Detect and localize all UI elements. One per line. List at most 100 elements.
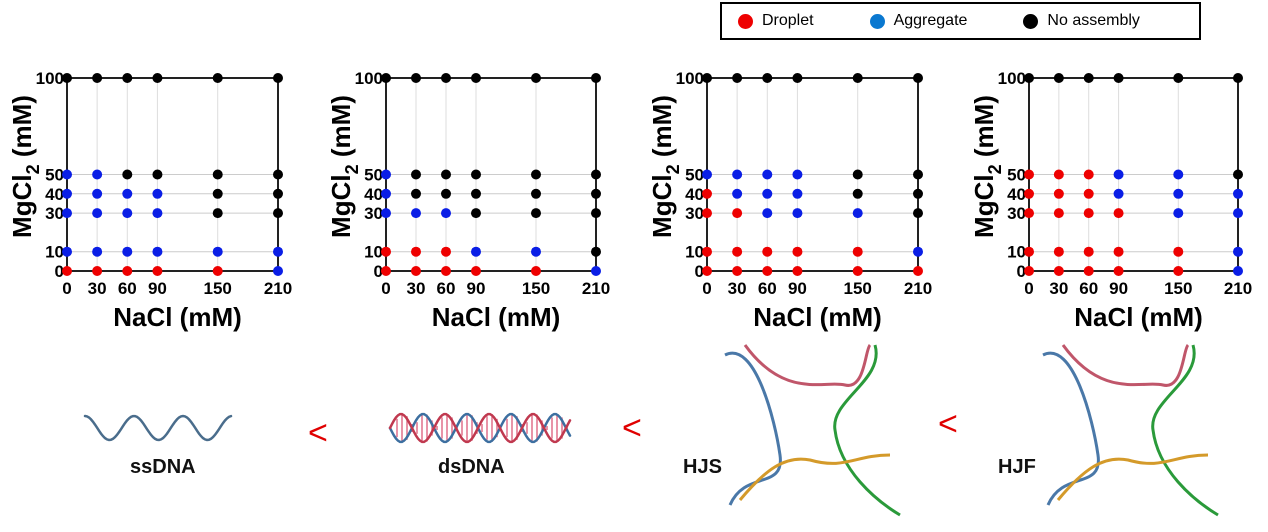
y-tick-label: 10 [1007, 243, 1026, 262]
data-point-droplet [441, 246, 451, 257]
data-point-droplet [411, 266, 421, 276]
data-point-droplet [702, 208, 712, 219]
data-point-droplet [381, 246, 391, 257]
data-point-droplet [1083, 208, 1094, 219]
legend-label: Aggregate [893, 12, 968, 29]
data-point-no-assembly [212, 208, 223, 219]
data-point-no-assembly [1053, 73, 1064, 83]
data-point-no-assembly [152, 73, 163, 83]
data-point-droplet [1083, 246, 1094, 257]
data-point-droplet [1024, 266, 1034, 276]
data-point-aggregate [92, 246, 103, 257]
ssdna-label: ssDNA [130, 456, 196, 478]
data-point-droplet [152, 266, 163, 276]
data-point-no-assembly [913, 169, 923, 180]
data-point-aggregate [1173, 169, 1184, 180]
dsdna-strand-a [388, 412, 572, 444]
data-point-droplet [1053, 188, 1064, 199]
data-point-no-assembly [273, 73, 283, 83]
data-point-droplet [1024, 208, 1034, 219]
dsdna-strand-b [388, 412, 572, 444]
data-point-aggregate [1173, 188, 1184, 199]
data-point-no-assembly [591, 208, 601, 219]
x-tick-label: 210 [264, 279, 292, 298]
helix-arm [1056, 453, 1209, 501]
data-point-no-assembly [212, 169, 223, 180]
data-point-no-assembly [212, 188, 223, 199]
data-point-droplet [702, 266, 712, 276]
x-tick-label: 90 [788, 279, 807, 298]
x-tick-label: 30 [1049, 279, 1068, 298]
x-tick-label: 210 [582, 279, 610, 298]
data-point-aggregate [1233, 246, 1243, 257]
data-point-aggregate [62, 169, 72, 180]
data-point-aggregate [792, 188, 803, 199]
helix-arm [1042, 351, 1100, 506]
data-point-aggregate [792, 169, 803, 180]
data-point-no-assembly [62, 73, 72, 83]
x-tick-label: 60 [437, 279, 456, 298]
data-point-droplet [732, 266, 743, 276]
x-tick-label: 30 [88, 279, 107, 298]
data-point-no-assembly [471, 73, 481, 83]
data-point-droplet [762, 266, 773, 276]
data-point-aggregate [152, 188, 163, 199]
y-tick-label: 40 [685, 185, 704, 204]
red-dot-icon [738, 13, 753, 29]
x-axis-label: NaCl (mM) [753, 302, 882, 332]
data-point-aggregate [92, 169, 103, 180]
y-tick-label: 100 [355, 69, 383, 88]
y-tick-label: 30 [685, 204, 704, 223]
data-point-droplet [1024, 188, 1034, 199]
y-tick-label: 10 [364, 243, 383, 262]
x-axis-label: NaCl (mM) [1074, 302, 1203, 332]
y-tick-label: 10 [685, 243, 704, 262]
data-point-no-assembly [411, 188, 421, 199]
data-point-droplet [381, 266, 391, 276]
data-point-aggregate [381, 169, 391, 180]
helix-arm [1151, 344, 1219, 517]
data-point-no-assembly [852, 73, 863, 83]
data-point-no-assembly [1113, 73, 1124, 83]
data-point-aggregate [762, 188, 773, 199]
data-point-droplet [1113, 266, 1124, 276]
data-point-aggregate [62, 246, 72, 257]
x-tick-label: 210 [904, 279, 932, 298]
data-point-aggregate [122, 246, 133, 257]
data-point-no-assembly [913, 188, 923, 199]
data-point-no-assembly [531, 188, 541, 199]
data-point-no-assembly [441, 188, 451, 199]
data-point-aggregate [273, 266, 283, 276]
data-point-droplet [852, 246, 863, 257]
legend: Droplet Aggregate No assembly [720, 2, 1201, 40]
data-point-droplet [92, 266, 103, 276]
data-point-droplet [702, 188, 712, 199]
hjf-label: HJF [998, 456, 1036, 478]
helix-arm [724, 351, 782, 506]
data-point-droplet [1113, 208, 1124, 219]
x-tick-label: 60 [758, 279, 777, 298]
hjf-structure-icon [1042, 343, 1219, 517]
data-point-aggregate [913, 246, 923, 257]
y-tick-label: 50 [45, 166, 64, 185]
data-point-no-assembly [273, 188, 283, 199]
data-point-no-assembly [762, 73, 773, 83]
x-tick-label: 0 [381, 279, 390, 298]
x-tick-label: 30 [407, 279, 426, 298]
y-tick-label: 40 [45, 185, 64, 204]
y-tick-label: 100 [998, 69, 1026, 88]
legend-label: Droplet [762, 12, 814, 29]
x-tick-label: 90 [467, 279, 486, 298]
data-point-droplet [762, 246, 773, 257]
y-tick-label: 0 [1017, 262, 1026, 281]
x-tick-label: 150 [522, 279, 550, 298]
data-point-no-assembly [471, 208, 481, 219]
data-point-aggregate [732, 188, 743, 199]
data-point-droplet [1113, 246, 1124, 257]
ssdna-strand-icon [83, 414, 233, 442]
x-tick-label: 0 [1024, 279, 1033, 298]
data-point-no-assembly [531, 73, 541, 83]
data-point-no-assembly [381, 73, 391, 83]
